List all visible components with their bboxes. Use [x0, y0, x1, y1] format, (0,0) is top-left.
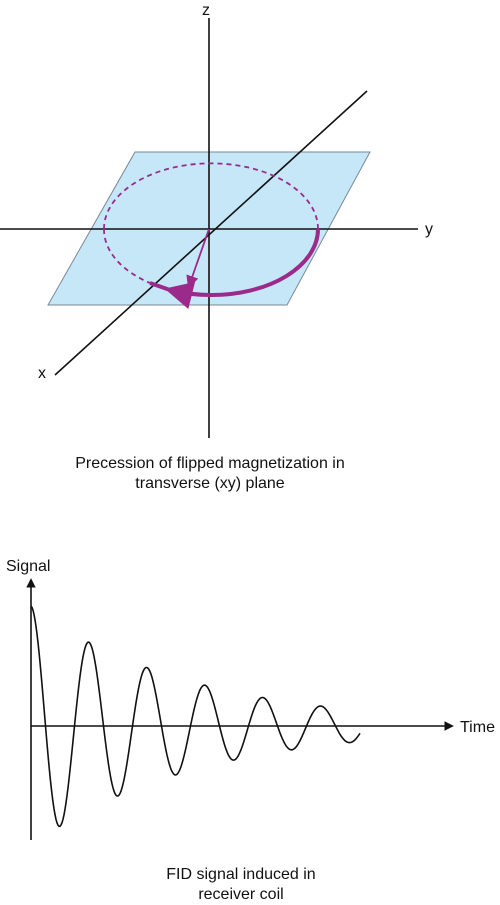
fid-caption-line-2: receiver coil [198, 886, 283, 903]
precession-path-solid-tail [149, 281, 171, 292]
precession-path-dashed [103, 162, 319, 230]
precession-diagram: z y x Precession of flipped magnetizatio… [0, 2, 433, 492]
signal-axis-label: Signal [6, 558, 50, 575]
fid-caption-line-1: FID signal induced in [166, 866, 315, 883]
z-axis-label: z [202, 2, 210, 19]
fid-diagram: Signal Time FID signal induced in receiv… [6, 558, 495, 903]
precession-caption-line-2: transverse (xy) plane [135, 475, 284, 492]
magnetization-vector [186, 228, 210, 289]
time-axis-label: Time [460, 719, 495, 736]
y-axis-label: y [425, 221, 433, 238]
x-axis-label: x [38, 365, 46, 382]
fid-signal-curve [30, 605, 361, 828]
precession-caption-line-1: Precession of flipped magnetization in [75, 455, 345, 472]
precession-path-dashed-front [103, 228, 151, 284]
precession-path-solid [164, 228, 320, 310]
x-axis [54, 90, 368, 376]
